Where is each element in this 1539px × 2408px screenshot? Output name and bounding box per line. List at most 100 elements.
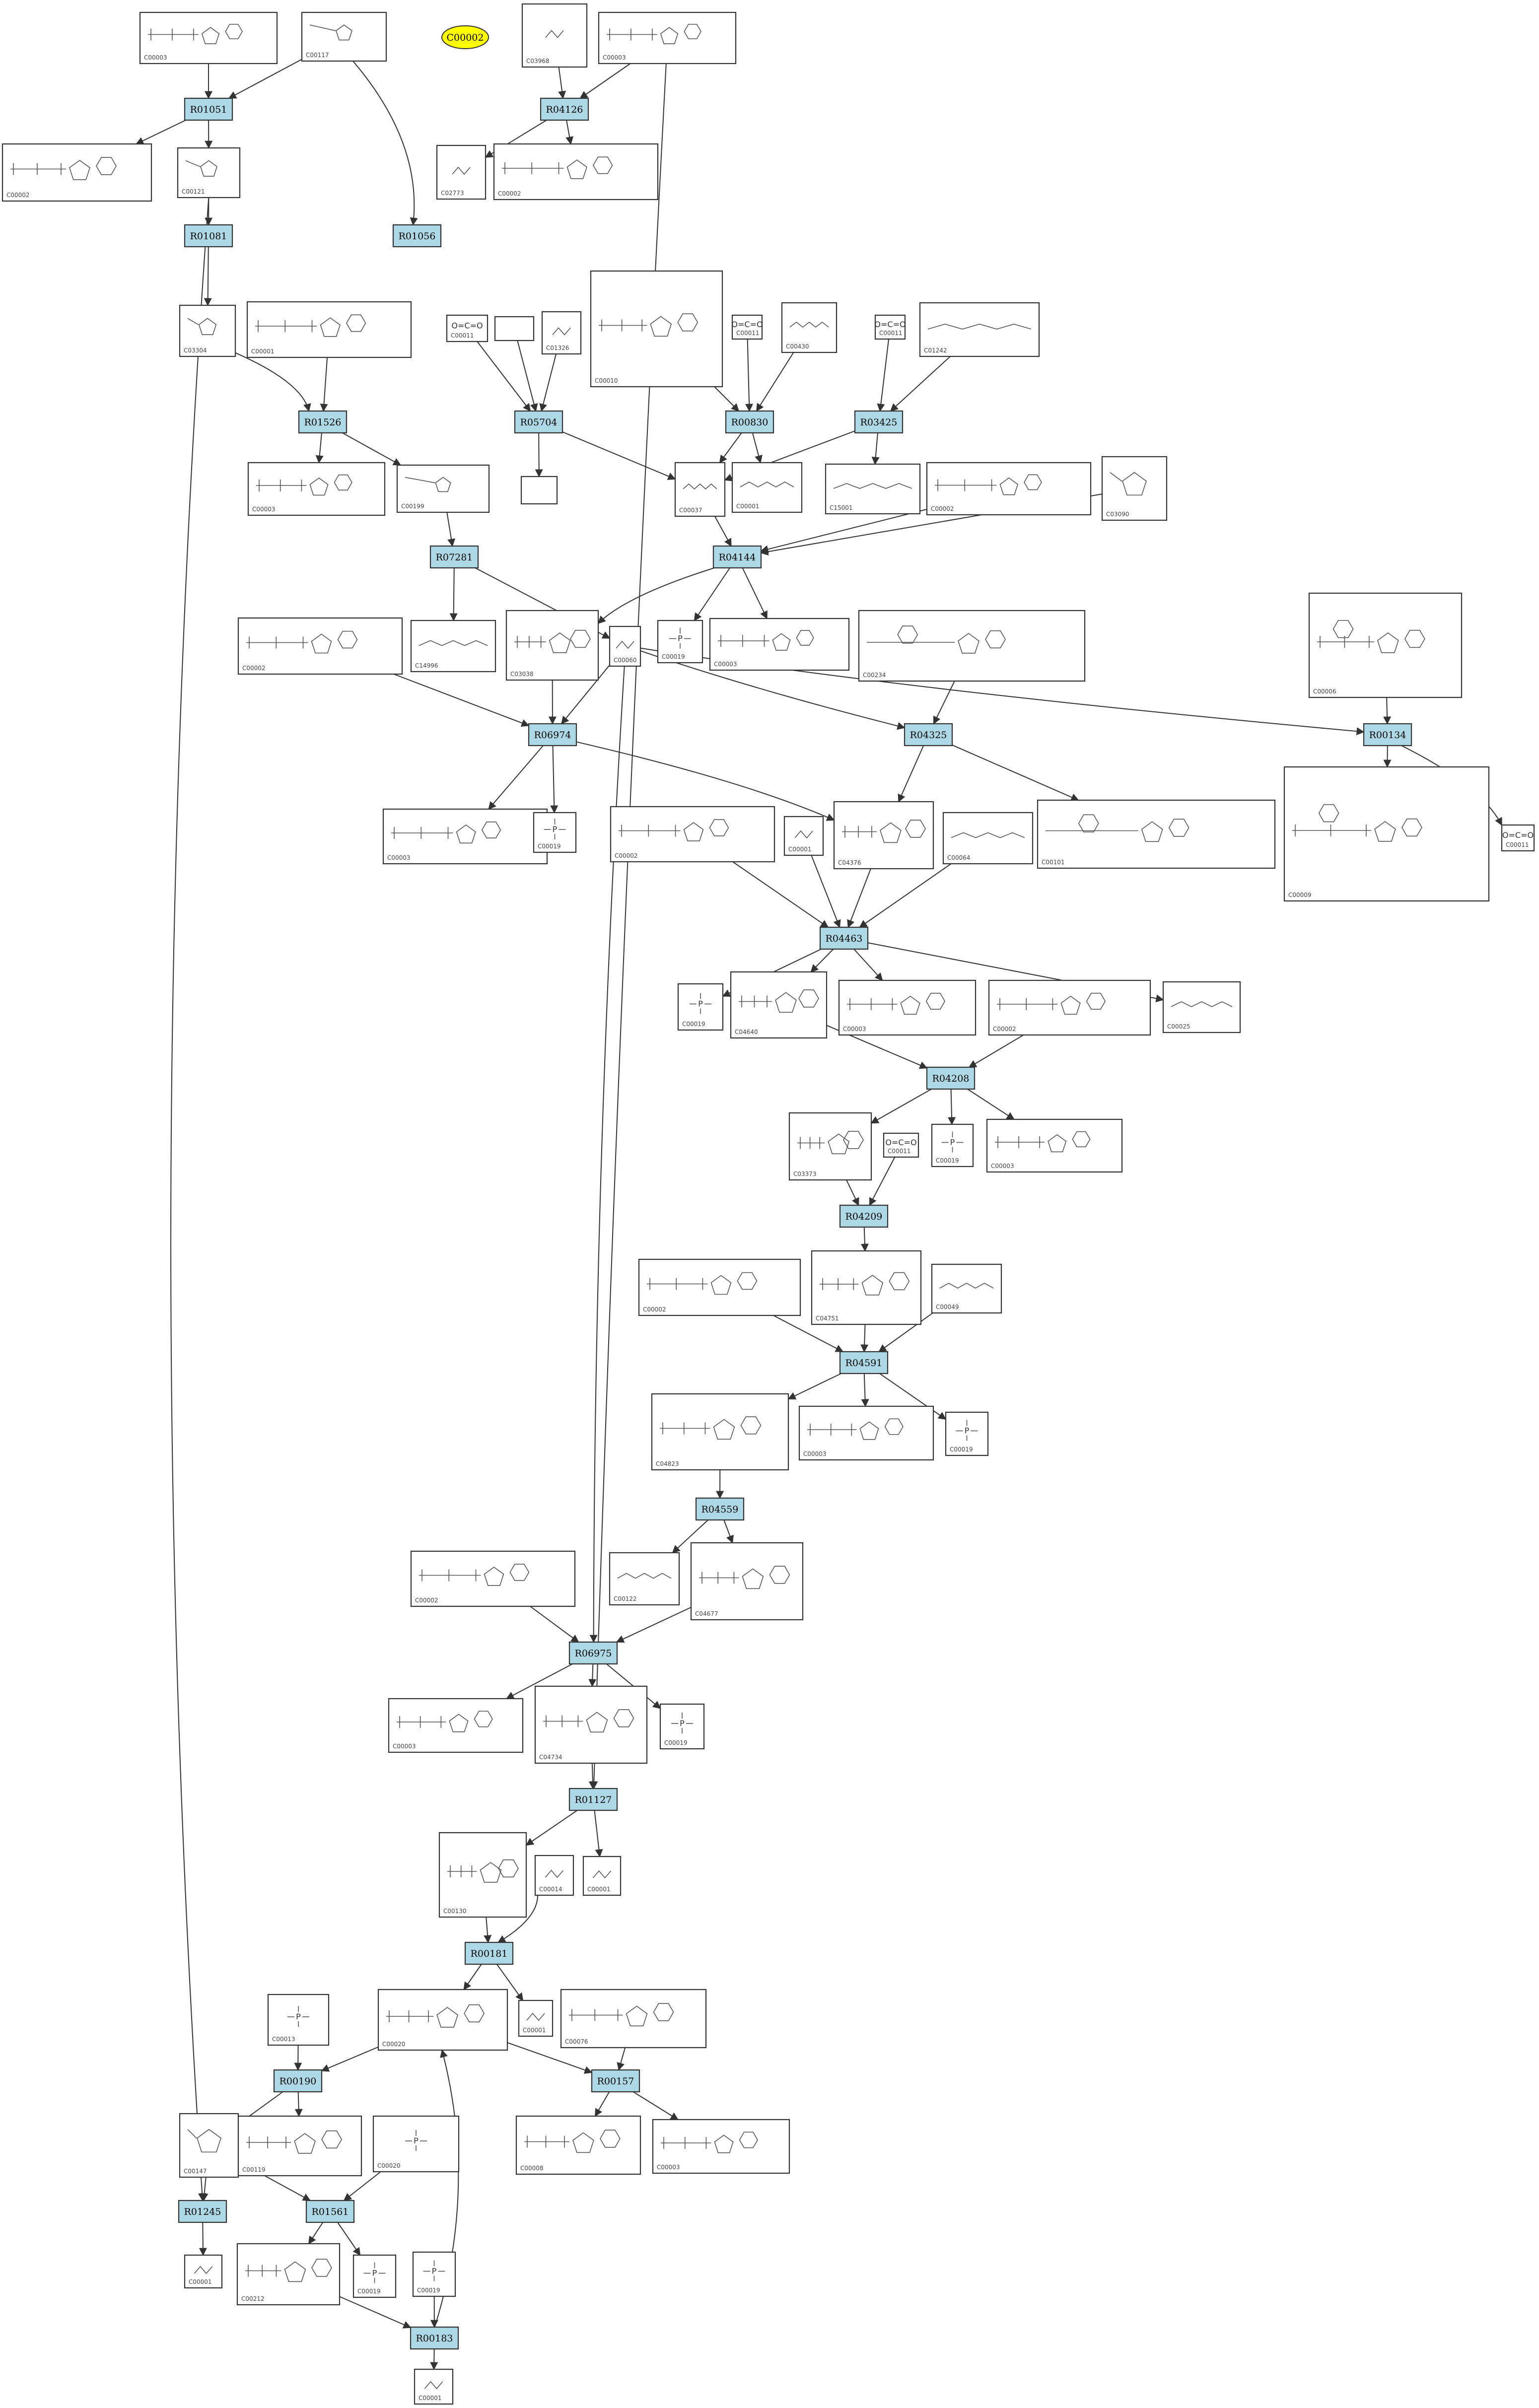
compound-node[interactable]: C00430 — [781, 302, 838, 353]
reaction-node[interactable]: R01127 — [568, 1788, 618, 1811]
compound-node[interactable]: C00001 — [731, 462, 803, 513]
compound-node[interactable]: C00001 — [414, 2368, 454, 2405]
compound-node[interactable]: C01242 — [919, 302, 1040, 357]
compound-node[interactable]: C00076 — [560, 1989, 707, 2049]
reaction-node[interactable]: R04209 — [839, 1204, 889, 1228]
compound-node[interactable]: C00119 — [237, 2115, 362, 2177]
compound-node[interactable]: C00003 — [388, 1698, 524, 1753]
compound-node[interactable]: C00001 — [582, 1856, 622, 1896]
reaction-node[interactable]: R03425 — [854, 410, 904, 434]
compound-node[interactable]: C00003 — [652, 2119, 790, 2174]
compound-node[interactable] — [494, 316, 535, 342]
reaction-node[interactable]: R01051 — [184, 97, 233, 121]
compound-node[interactable]: C03304 — [179, 304, 236, 357]
reaction-node[interactable]: R06974 — [528, 723, 577, 747]
compound-node[interactable] — [520, 476, 558, 505]
reaction-node[interactable]: R07281 — [429, 545, 479, 569]
compound-node[interactable]: C00002 — [410, 1550, 576, 1607]
reaction-node[interactable]: R00134 — [1363, 723, 1412, 747]
compound-node[interactable]: C00002 — [237, 617, 403, 675]
compound-node[interactable]: C00002 — [493, 143, 659, 201]
compound-node[interactable]: C01326 — [541, 311, 582, 355]
compound-node[interactable]: C04734 — [534, 1685, 648, 1764]
reaction-node[interactable]: R01081 — [184, 224, 233, 248]
compound-node[interactable]: C03038 — [505, 610, 599, 681]
compound-node[interactable]: C00002 — [610, 806, 775, 863]
compound-node[interactable]: C00008 — [515, 2115, 641, 2175]
reaction-node[interactable]: R04591 — [839, 1351, 889, 1375]
compound-node[interactable]: C00009 — [1283, 766, 1490, 902]
reaction-node[interactable]: R01561 — [305, 2200, 355, 2223]
compound-node[interactable]: C00025 — [1162, 981, 1241, 1033]
compound-node[interactable]: C00002 — [638, 1258, 801, 1316]
compound-node[interactable]: C00001 — [246, 301, 412, 358]
compound-node[interactable]: C15001 — [825, 463, 921, 515]
compound-node[interactable]: C00003 — [798, 1405, 934, 1461]
compound-node[interactable]: C00101 — [1037, 799, 1276, 869]
compound-node[interactable]: C00003 — [382, 808, 548, 865]
compound-node[interactable]: C00049 — [931, 1263, 1002, 1314]
reaction-node[interactable]: R04126 — [540, 97, 589, 121]
compound-node[interactable]: C04677 — [690, 1542, 804, 1621]
reaction-node[interactable]: R04144 — [712, 545, 762, 569]
compound-node[interactable]: C04823 — [651, 1393, 789, 1471]
compound-node[interactable]: C00001 — [783, 816, 824, 856]
compound-node[interactable]: C00212 — [236, 2243, 341, 2306]
compound-node[interactable]: C00006 — [1308, 592, 1463, 698]
compound-node[interactable]: C00121 — [177, 147, 241, 199]
compound-node[interactable]: C03968 — [521, 3, 588, 68]
compound-node[interactable]: C02773 — [436, 144, 487, 200]
reaction-node[interactable]: R01245 — [178, 2200, 227, 2223]
compound-node[interactable]: C00014 — [534, 1855, 574, 1896]
compound-node[interactable]: C00002 — [988, 979, 1151, 1036]
compound-node[interactable]: C00003 — [247, 462, 386, 516]
compound-node[interactable]: C00064 — [942, 812, 1034, 865]
reaction-node[interactable]: R05704 — [514, 410, 563, 434]
compound-node[interactable]: C00122 — [609, 1552, 680, 1606]
compound-node[interactable]: C04751 — [811, 1250, 922, 1325]
compound-node[interactable]: C00001 — [184, 2254, 223, 2289]
reaction-node[interactable]: R01526 — [298, 410, 348, 434]
compound-node[interactable]: C00003 — [598, 11, 737, 65]
compound-node[interactable]: C14996 — [410, 619, 496, 673]
compound-node[interactable]: C04640 — [730, 971, 828, 1039]
reaction-node[interactable]: R04208 — [926, 1066, 976, 1090]
compound-node[interactable]: C00002 — [926, 462, 1092, 516]
compound-node[interactable]: C00001 — [518, 1999, 554, 2037]
compound-node[interactable]: C00199 — [396, 464, 490, 513]
compound-node[interactable]: C04376 — [833, 801, 934, 870]
compound-node[interactable]: C00003 — [139, 11, 278, 65]
compound-node[interactable]: C00117 — [301, 11, 387, 62]
reaction-node[interactable]: R04325 — [904, 723, 953, 747]
reaction-node[interactable]: R00190 — [273, 2069, 323, 2093]
reaction-node[interactable]: R06975 — [568, 1641, 618, 1665]
highlight-compound[interactable]: C00002 — [441, 25, 489, 49]
reaction-node[interactable]: R00157 — [591, 2069, 640, 2093]
compound-node[interactable]: C00020 — [377, 1989, 508, 2051]
compound-node[interactable]: C00037 — [674, 462, 726, 517]
compound-node[interactable]: C00130 — [438, 1832, 527, 1918]
compound-node[interactable]: C00060 — [609, 625, 641, 667]
reaction-node[interactable]: R00830 — [725, 410, 774, 434]
reaction-node[interactable]: R00183 — [410, 2326, 459, 2350]
compound-node[interactable]: C03090 — [1101, 456, 1168, 521]
compound-node[interactable]: C03373 — [788, 1112, 872, 1181]
reaction-node[interactable]: R04463 — [819, 926, 869, 950]
compound-node[interactable]: C00234 — [858, 610, 1086, 682]
reaction-node[interactable]: R04559 — [695, 1497, 745, 1521]
compound-node[interactable]: C00002 — [1, 143, 152, 202]
compound-node[interactable]: C00010 — [590, 270, 723, 388]
